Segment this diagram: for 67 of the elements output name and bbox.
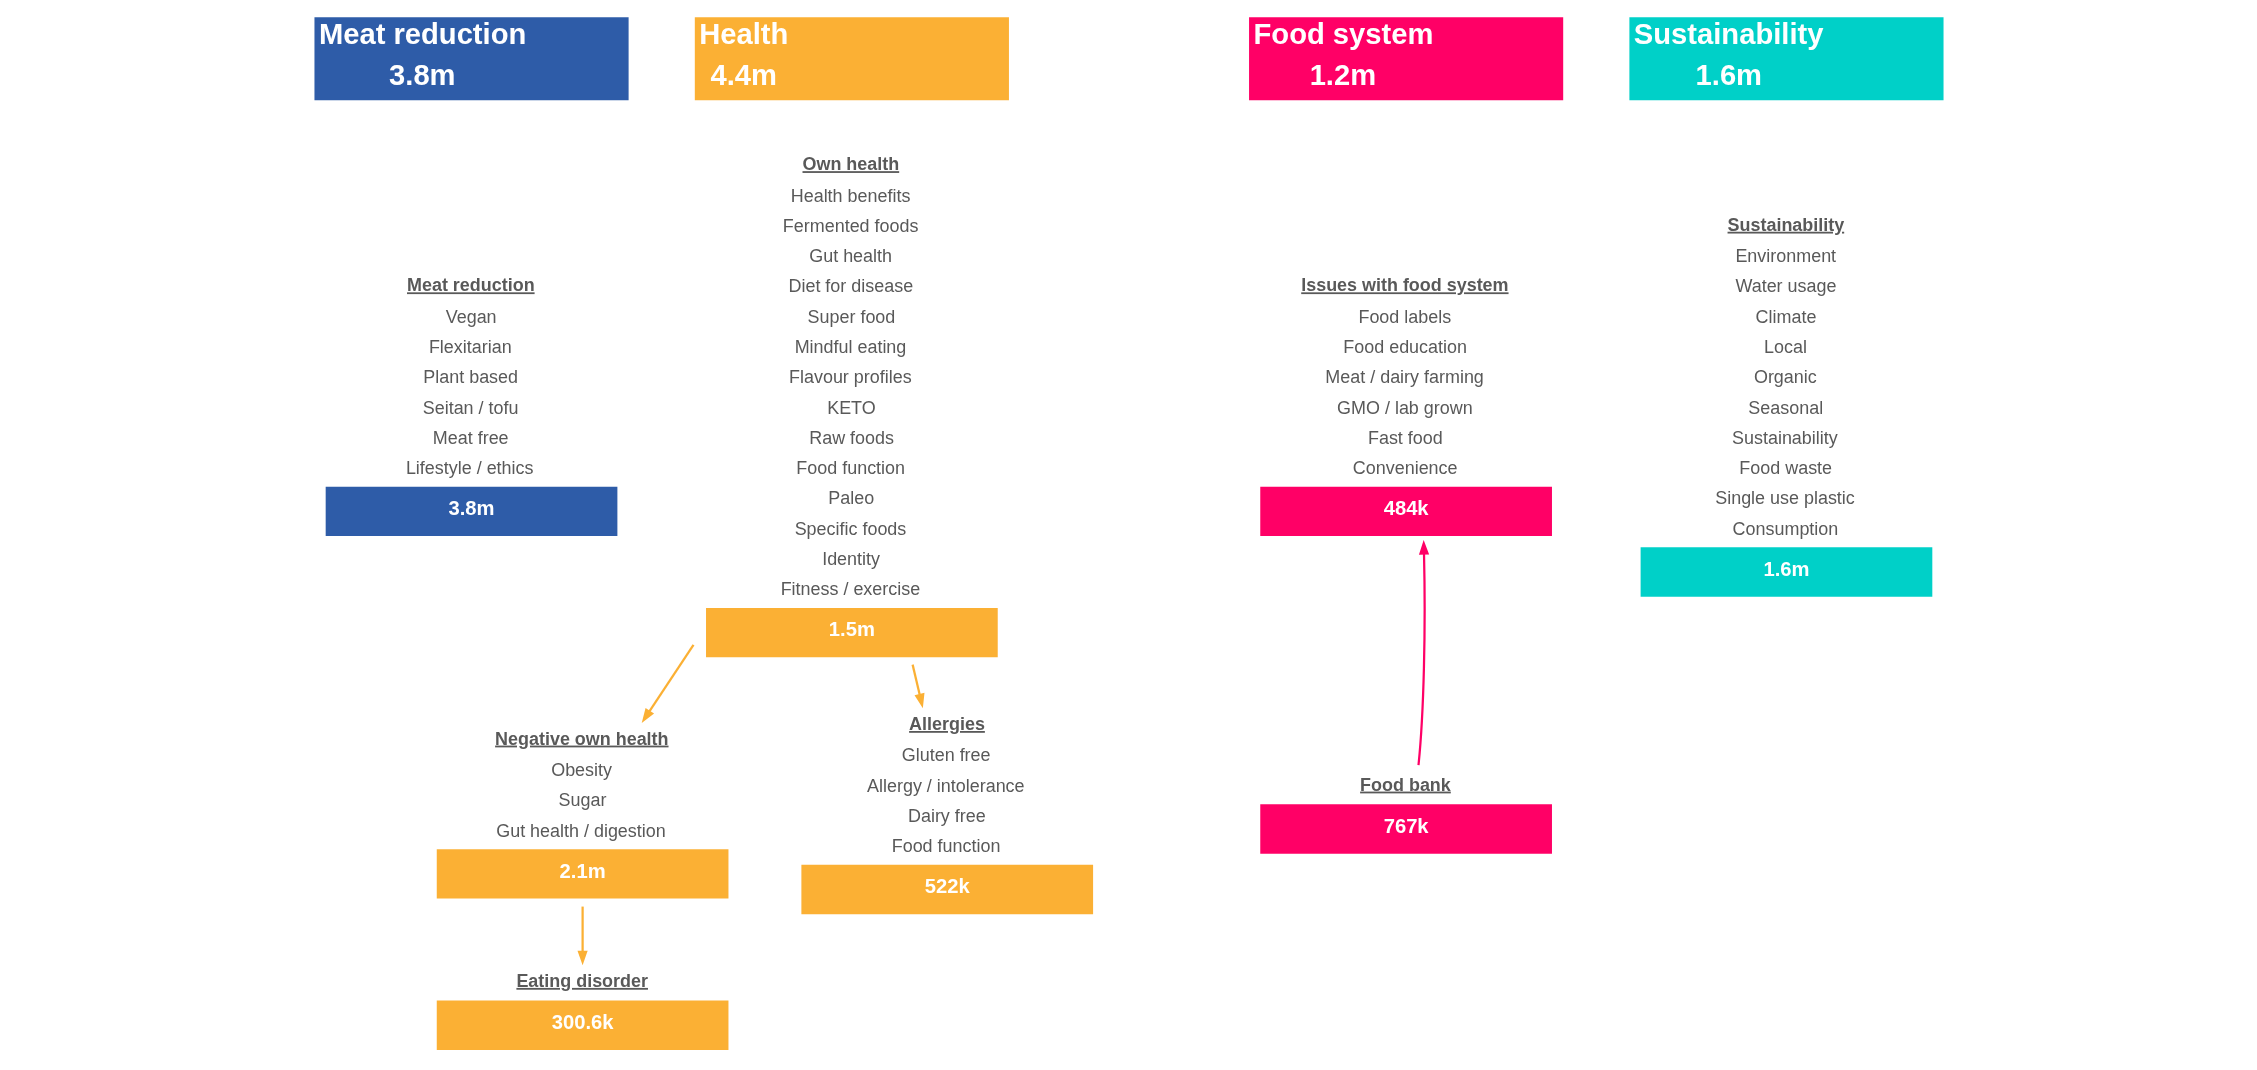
node-label: Food function bbox=[795, 458, 905, 479]
arrow bbox=[577, 906, 588, 966]
node-label: Health benefits bbox=[790, 185, 910, 206]
node-label: Obesity bbox=[550, 760, 612, 780]
node-label: Allergies bbox=[908, 714, 985, 734]
node-label: Vegan bbox=[445, 306, 497, 327]
node-label: Organic bbox=[1753, 367, 1817, 388]
node-label: Specific foods bbox=[794, 518, 906, 539]
node-box: 300.6k bbox=[436, 1000, 728, 1050]
node-label: Flexitarian bbox=[428, 337, 512, 358]
node-label: Local bbox=[1763, 337, 1807, 358]
node-label: Fitness / exercise bbox=[780, 579, 920, 600]
node-label: Sugar bbox=[557, 790, 606, 811]
node-label: Sustainability bbox=[1727, 214, 1844, 235]
node-label: Negative own health bbox=[494, 728, 669, 749]
node-label: Eating disorder bbox=[515, 970, 648, 991]
node-box: 484k bbox=[1259, 486, 1552, 537]
node-label: Diet for disease bbox=[787, 276, 913, 297]
node-label: Sustainability bbox=[1731, 427, 1838, 448]
node-box: 2.1m bbox=[436, 849, 728, 899]
node-label: Food waste bbox=[1738, 458, 1832, 479]
node-label: Gluten free bbox=[901, 745, 991, 766]
node-label: Plant based bbox=[422, 367, 518, 388]
node-label: Food function bbox=[891, 836, 1000, 857]
node-box: 1.5m bbox=[705, 607, 998, 658]
node-box: 3.8m bbox=[325, 486, 617, 537]
node-label: Environment bbox=[1734, 246, 1836, 267]
node-label: Super food bbox=[807, 306, 895, 327]
node-label: Own health bbox=[802, 154, 899, 175]
node-box: Sustainability 1.6m bbox=[1628, 17, 1944, 101]
node-label: Issues with food system bbox=[1300, 275, 1509, 296]
node-label: Fermented foods bbox=[782, 215, 918, 236]
node-label: Gut health / digestion bbox=[495, 820, 666, 841]
node-label: Raw foods bbox=[808, 427, 894, 448]
node-label: Mindful eating bbox=[794, 337, 906, 358]
node-label: Food education bbox=[1342, 337, 1467, 358]
node-label: Fast food bbox=[1367, 427, 1443, 448]
arrow bbox=[1416, 540, 1429, 766]
node-label: Seitan / tofu bbox=[422, 397, 518, 418]
node-label: Climate bbox=[1755, 306, 1816, 327]
node-box: Food system 1.2m bbox=[1248, 17, 1563, 101]
node-label: Meat reduction bbox=[406, 275, 535, 296]
node-box: 767k bbox=[1259, 804, 1552, 854]
node-box: 1.6m bbox=[1640, 547, 1932, 597]
node-label: Food labels bbox=[1357, 306, 1451, 327]
node-label: Identity bbox=[821, 549, 880, 570]
node-box: Meat reduction 3.8m bbox=[313, 17, 629, 101]
node-box: 522k bbox=[800, 864, 1093, 915]
node-label: Seasonal bbox=[1747, 397, 1823, 418]
node-label: Flavour profiles bbox=[788, 367, 912, 388]
node-label: Food bank bbox=[1359, 774, 1451, 795]
node-label: Gut health bbox=[808, 246, 892, 267]
arrow bbox=[911, 664, 924, 709]
node-label: Lifestyle / ethics bbox=[405, 458, 534, 479]
node-label: GMO / lab grown bbox=[1336, 397, 1473, 418]
node-label: Consumption bbox=[1732, 518, 1838, 539]
node-label: Single use plastic bbox=[1714, 488, 1855, 509]
node-label: Dairy free bbox=[907, 806, 986, 826]
node-label: Meat free bbox=[432, 427, 509, 448]
node-label: Allergy / intolerance bbox=[866, 775, 1025, 796]
node-box: Health 4.4m bbox=[694, 17, 1009, 101]
arrow bbox=[641, 644, 694, 723]
node-label: Convenience bbox=[1352, 458, 1458, 479]
node-label: Paleo bbox=[827, 488, 874, 509]
node-label: Meat / dairy farming bbox=[1324, 367, 1484, 388]
node-label: Water usage bbox=[1734, 276, 1836, 297]
node-label: KETO bbox=[826, 397, 876, 418]
